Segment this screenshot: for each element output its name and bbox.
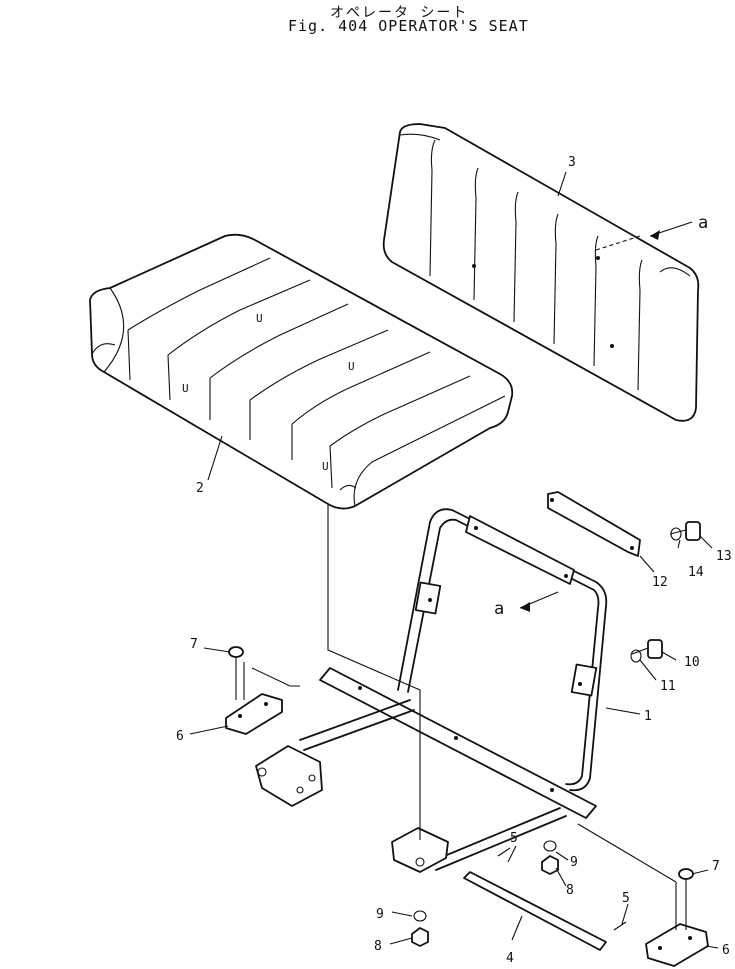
callout-14: 14 bbox=[688, 565, 704, 580]
figure-title-japanese: オペレータ シート bbox=[330, 5, 469, 21]
callout-7-right: 7 bbox=[712, 859, 720, 874]
reference-a-lower: a bbox=[494, 599, 504, 619]
figure-title: Fig. 404 OPERATOR'S SEAT bbox=[288, 17, 529, 35]
reference-a-upper: a bbox=[698, 213, 708, 233]
callout-2: 2 bbox=[196, 481, 204, 496]
callout-3: 3 bbox=[568, 155, 576, 170]
nuts-washers-lower bbox=[411, 910, 429, 947]
callout-labels: 1 2 3 4 5 5 6 6 7 7 8 8 9 9 10 11 12 13 … bbox=[176, 155, 732, 966]
callout-5-upper: 5 bbox=[510, 831, 518, 846]
svg-text:U: U bbox=[182, 382, 189, 395]
callout-8-upper: 8 bbox=[566, 883, 574, 898]
leader-lines bbox=[189, 171, 719, 949]
pin-part-4 bbox=[463, 847, 627, 951]
bracket-part-12 bbox=[547, 491, 641, 557]
svg-text:U: U bbox=[348, 360, 355, 373]
callout-11: 11 bbox=[660, 679, 676, 694]
bolt-and-washer-10-11 bbox=[630, 639, 663, 663]
callout-8-lower: 8 bbox=[374, 939, 382, 954]
callout-4: 4 bbox=[506, 951, 514, 966]
mount-pad-left bbox=[225, 646, 300, 735]
callout-12: 12 bbox=[652, 575, 668, 590]
callout-9-lower: 9 bbox=[376, 907, 384, 922]
callout-1: 1 bbox=[644, 709, 652, 724]
arrow-icon bbox=[650, 230, 660, 240]
nuts-washers-upper bbox=[541, 840, 559, 875]
callout-5-lower: 5 bbox=[622, 891, 630, 906]
bolt-and-washer-13-14 bbox=[669, 521, 701, 541]
seat-cushion-part: U U U U bbox=[89, 233, 514, 510]
svg-text:U: U bbox=[256, 312, 263, 325]
svg-text:U: U bbox=[322, 460, 329, 473]
callout-13: 13 bbox=[716, 549, 732, 564]
callout-6-left: 6 bbox=[176, 729, 184, 744]
callout-10: 10 bbox=[684, 655, 700, 670]
callout-9-upper: 9 bbox=[570, 855, 578, 870]
callout-6-right: 6 bbox=[722, 943, 730, 958]
backrest-part bbox=[382, 123, 700, 422]
callout-7-left: 7 bbox=[190, 637, 198, 652]
seat-frame-part bbox=[255, 504, 608, 873]
arrow-icon bbox=[520, 602, 530, 612]
